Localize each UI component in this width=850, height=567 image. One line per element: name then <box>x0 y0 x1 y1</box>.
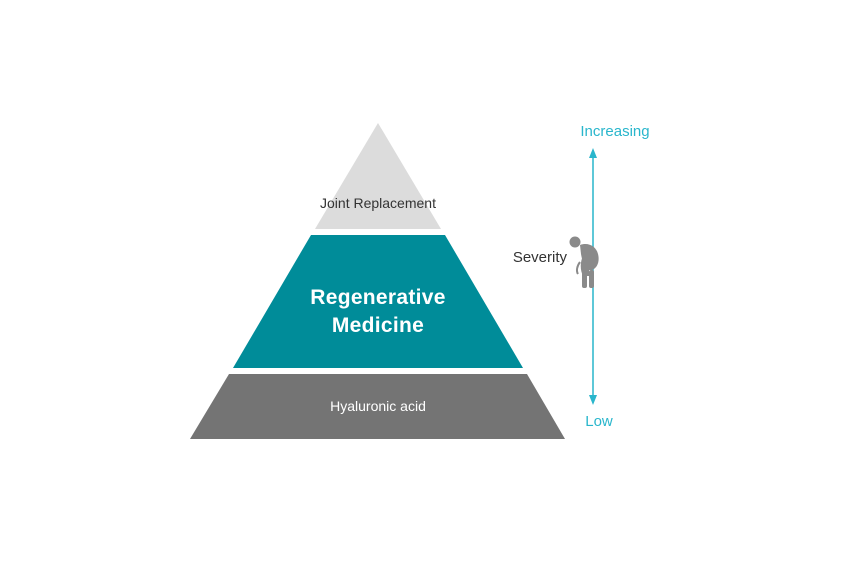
severity-label: Severity <box>513 249 568 266</box>
pyramid-tier-regenerative-medicine <box>233 235 523 368</box>
axis-bottom-label: Low <box>585 413 613 430</box>
axis-arrow-down-icon <box>589 395 597 405</box>
axis-arrow-up-icon <box>589 148 597 158</box>
axis-top-label: Increasing <box>580 123 649 140</box>
tier-label-joint-replacement: Joint Replacement <box>320 195 436 211</box>
tier-label-medicine: Medicine <box>332 314 424 337</box>
tier-label-hyaluronic-acid: Hyaluronic acid <box>330 398 426 414</box>
hunched-person-icon <box>569 236 599 288</box>
pyramid-tier-hyaluronic-acid <box>190 374 565 439</box>
tier-label-regenerative: Regenerative <box>310 286 446 309</box>
pyramid-tier-joint-replacement <box>315 123 441 229</box>
